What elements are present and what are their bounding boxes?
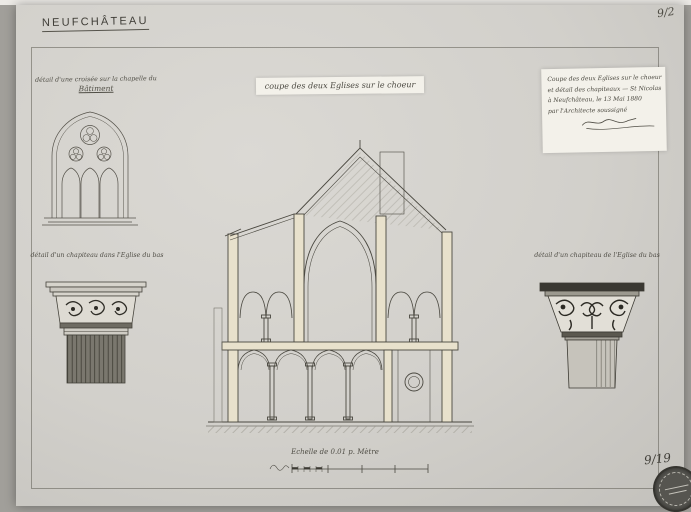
right-capital-drawing — [539, 282, 645, 389]
scale-label: Echelle de 0.01 p. Mètre — [291, 448, 379, 456]
window-caption: détail d'une croisée sur la chapelle du … — [30, 75, 162, 94]
right-capital-caption: détail d'un chapiteau de l'Eglise du bas — [534, 252, 660, 259]
window-tracery-group — [42, 111, 138, 226]
section-group — [206, 140, 474, 433]
left-capital-caption: détail d'un chapiteau dans l'Eglise du b… — [30, 252, 164, 259]
left-capital-drawing — [45, 281, 147, 384]
right-capital-group — [539, 282, 645, 389]
page-number: 9/19 — [643, 450, 672, 468]
drawing-border-frame — [31, 47, 659, 489]
left-capital-group — [45, 281, 147, 384]
section-title: coupe des deux Eglises sur le choeur — [264, 80, 416, 91]
scale-bar-drawing — [269, 464, 429, 473]
section-title-card: coupe des deux Eglises sur le choeur — [255, 76, 425, 95]
window-caption-line2: Bâtiment — [78, 83, 114, 94]
corner-number: 9/2 — [656, 4, 676, 21]
signature-flourish — [581, 117, 655, 130]
gothic-window-drawing — [42, 111, 138, 226]
church-section-drawing — [206, 140, 474, 433]
page-title: NEUFCHÂTEAU — [41, 14, 149, 33]
scan-top-edge — [0, 0, 691, 5]
note-line-4: par l'Architecte soussigné — [547, 106, 628, 115]
scale-bar-group — [269, 464, 429, 473]
note-card: Coupe des deux Eglises sur le choeur et … — [541, 66, 667, 154]
